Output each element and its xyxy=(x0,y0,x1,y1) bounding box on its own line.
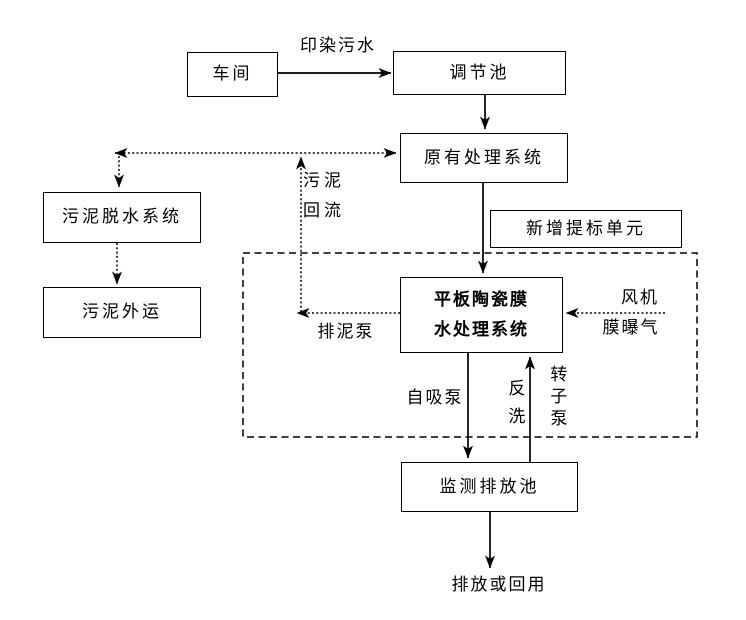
node-sludge-outbound: 污泥外运 xyxy=(43,287,201,338)
label-self-priming-pump: 自吸泵 xyxy=(406,388,464,407)
label-rotor-pump: 转子泵 xyxy=(547,365,567,431)
label-fan: 风机 xyxy=(621,288,659,307)
node-upgrade-unit-label: 新增提标单元 xyxy=(490,210,682,248)
label-sludge-return-line1: 污泥 xyxy=(303,171,345,190)
node-regulating-tank: 调节池 xyxy=(393,51,566,95)
node-original-treatment-system: 原有处理系统 xyxy=(400,133,568,183)
label-backwash: 反洗 xyxy=(505,379,525,435)
node-sludge-dewatering-system: 污泥脱水系统 xyxy=(43,192,201,243)
node-workshop: 车间 xyxy=(187,52,278,97)
label-sludge-return-line2: 回流 xyxy=(303,201,345,220)
label-sludge-discharge-pump: 排泥泵 xyxy=(317,322,375,341)
membrane-system-line2: 水处理系统 xyxy=(434,320,529,339)
node-monitoring-discharge-tank: 监测排放池 xyxy=(401,462,578,512)
label-discharge-or-reuse: 排放或回用 xyxy=(451,575,547,594)
label-membrane-aeration: 膜曝气 xyxy=(602,318,660,337)
upgrade-unit-boundary xyxy=(242,252,698,438)
node-ceramic-membrane-system: 平板陶瓷膜 水处理系统 xyxy=(400,277,563,353)
label-dye-wastewater: 印染污水 xyxy=(300,36,376,55)
membrane-system-line1: 平板陶瓷膜 xyxy=(434,290,529,309)
